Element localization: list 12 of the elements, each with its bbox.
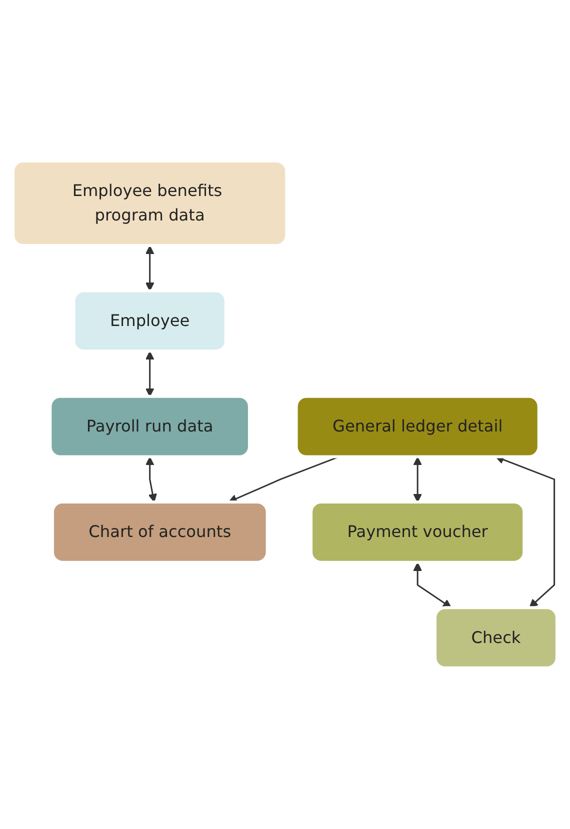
arrow bbox=[145, 246, 154, 292]
arrow bbox=[413, 456, 422, 502]
node-box: Payroll run data bbox=[48, 394, 251, 458]
node-box: Employee benefits program data bbox=[12, 160, 288, 248]
arrow bbox=[413, 562, 452, 608]
arrow bbox=[145, 456, 157, 502]
node-box: General ledger detail bbox=[294, 394, 540, 458]
arrow bbox=[145, 351, 154, 397]
node-box: Employee bbox=[72, 289, 228, 353]
node-box: Chart of accounts bbox=[50, 500, 269, 564]
node-box: Payment voucher bbox=[310, 500, 526, 564]
node-box: Check bbox=[434, 606, 558, 670]
